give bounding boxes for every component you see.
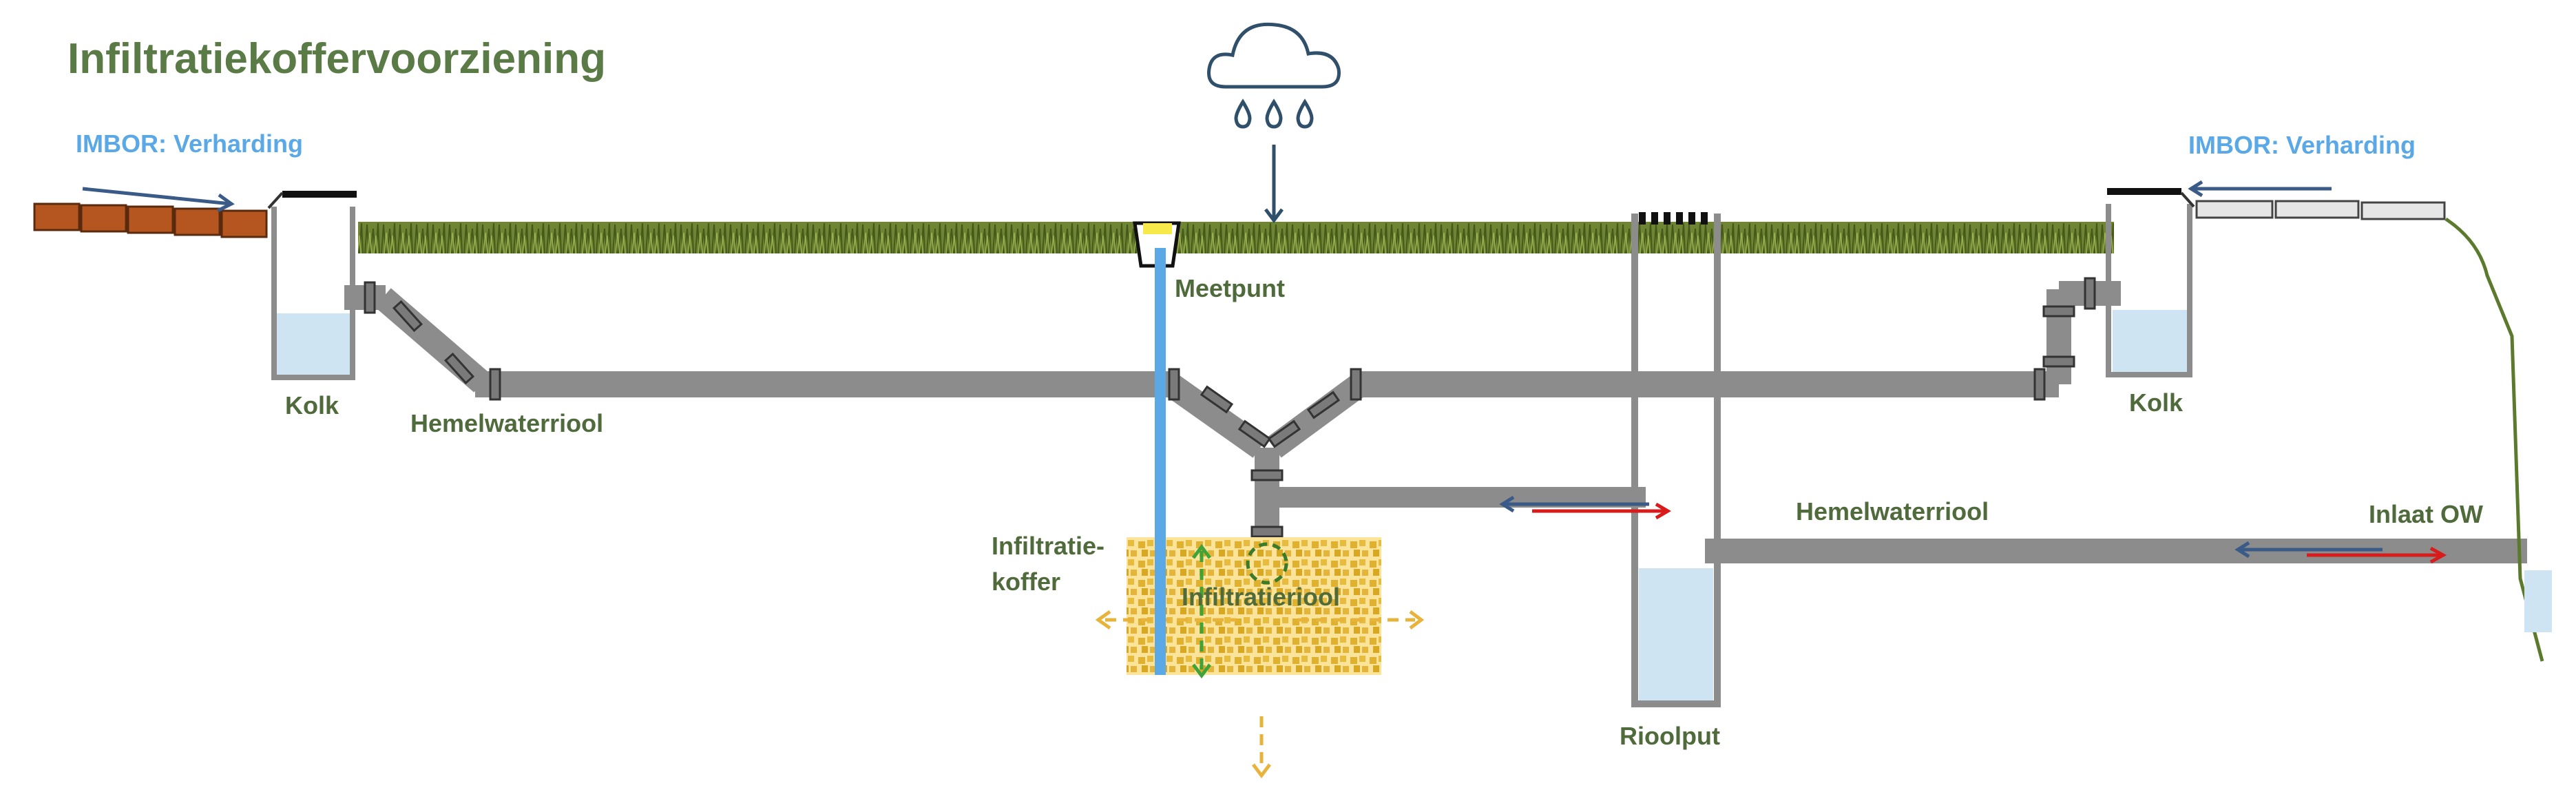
cloud-rain-icon xyxy=(1207,22,1341,224)
infiltratieriool-label: Infiltratieriool xyxy=(1182,583,1341,611)
infiltratiekoffer-label-line2: koffer xyxy=(992,568,1061,596)
meetpunt xyxy=(1133,221,1181,675)
brick-paving-left xyxy=(33,202,268,238)
meetpunt-label: Meetpunt xyxy=(1175,274,1285,302)
infiltratieriool-pipe-section xyxy=(1246,542,1288,585)
grass-surface xyxy=(358,222,2114,253)
inlaat-ow-label: Inlaat OW xyxy=(2369,500,2484,528)
imbor-label-right: IMBOR: Verharding xyxy=(2188,131,2416,159)
pipe-couplings xyxy=(364,277,2096,538)
open-water-outlet xyxy=(2444,217,2552,662)
rioolput xyxy=(1631,212,1721,707)
kolk-label-left: Kolk xyxy=(285,391,339,419)
rioolput-label: Rioolput xyxy=(1620,722,1720,750)
kolk-label-right: Kolk xyxy=(2129,388,2184,417)
infiltratiekoffer-label-line1: Infiltratie- xyxy=(992,532,1105,560)
infiltratiekoffer-gravel xyxy=(1127,537,1381,675)
imbor-label-left: IMBOR: Verharding xyxy=(76,129,304,158)
diagram-title: Infiltratiekoffervoorziening xyxy=(67,35,606,83)
concrete-paving-right xyxy=(2195,200,2446,220)
hemelwaterriool-label-right: Hemelwaterriool xyxy=(1796,497,1989,526)
hemelwaterriool-pipe xyxy=(344,281,2527,563)
flow-arrows xyxy=(82,180,2447,564)
kolk-left xyxy=(267,191,357,380)
hemelwaterriool-label-left: Hemelwaterriool xyxy=(410,409,604,437)
percolation-arrows xyxy=(1095,543,1425,779)
